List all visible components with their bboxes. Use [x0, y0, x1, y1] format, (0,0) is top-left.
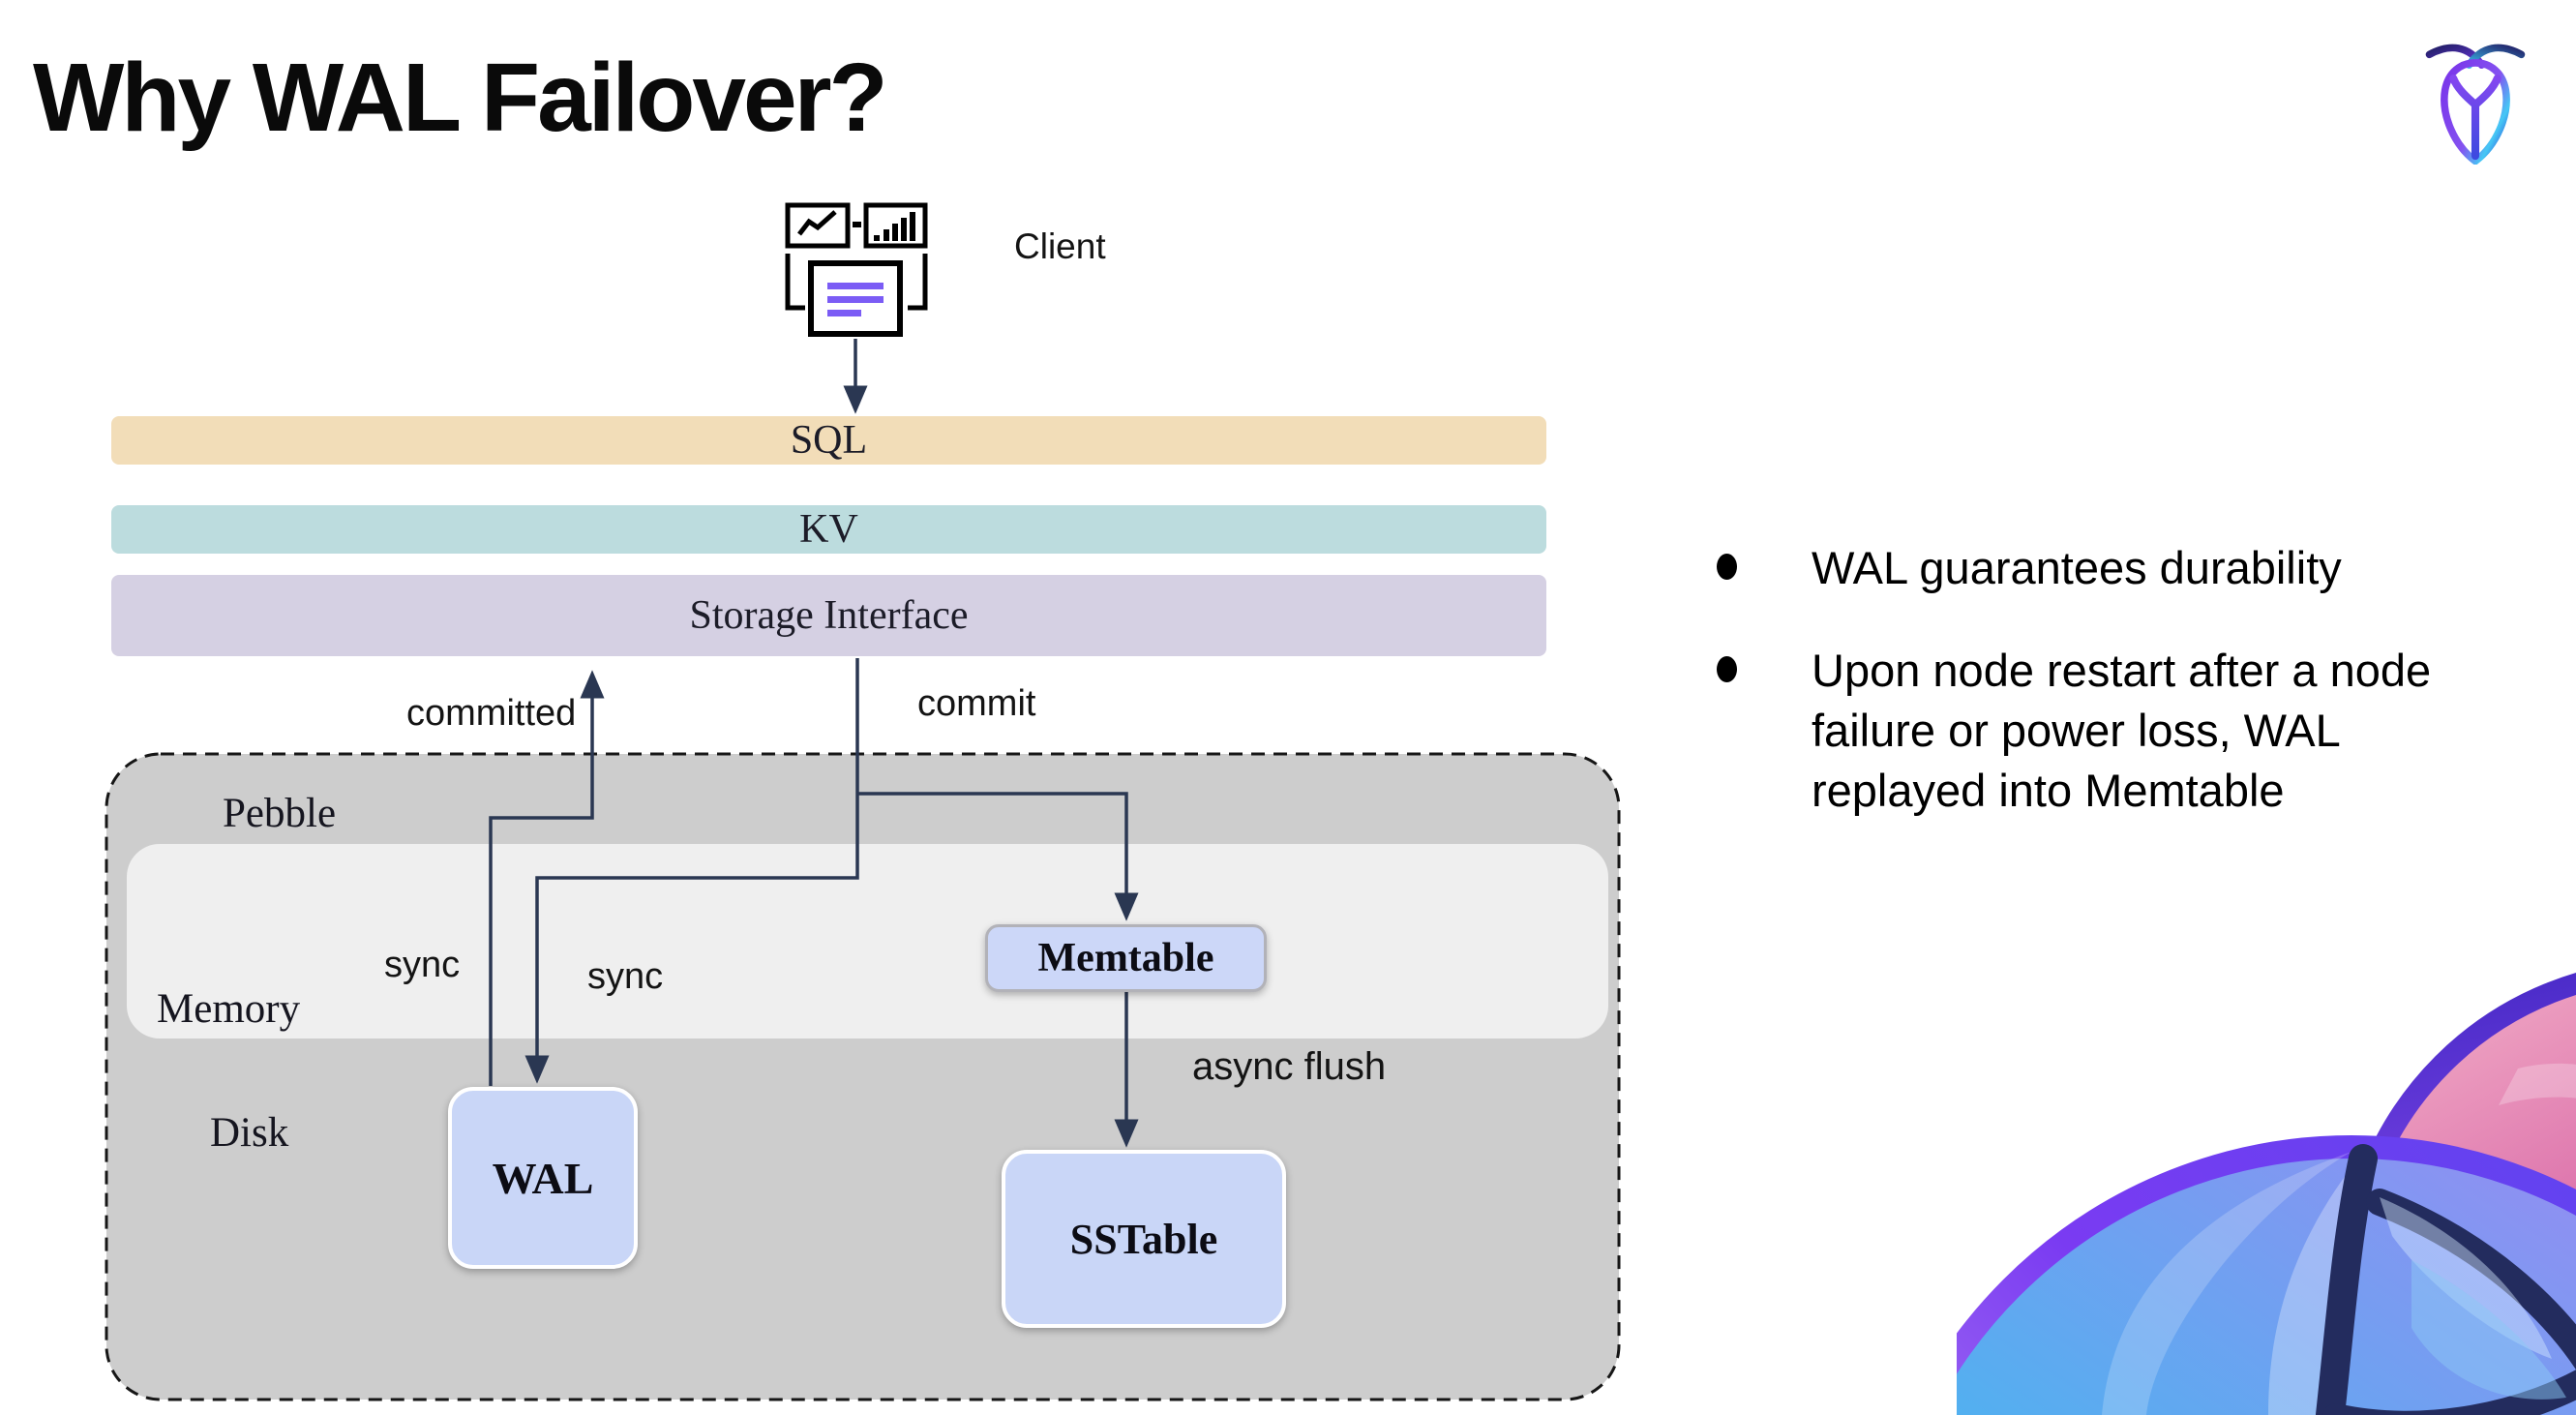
chart-bars-icon: [863, 202, 928, 249]
dash-connector: [853, 222, 861, 227]
cockroachdb-brand-art: [1957, 973, 2576, 1415]
disk-region-label: Disk: [210, 1110, 289, 1156]
committed-label: committed: [406, 693, 577, 734]
layer-kv-label: KV: [799, 507, 858, 552]
bullet-item: WAL guarantees durability: [1713, 538, 2516, 598]
layer-sql-label: SQL: [790, 418, 868, 463]
node-memtable: Memtable: [985, 924, 1267, 992]
layer-storage-interface: Storage Interface: [111, 575, 1546, 656]
page-title: Why WAL Failover?: [33, 44, 888, 152]
layer-storage-interface-label: Storage Interface: [689, 593, 969, 638]
client-label: Client: [1014, 226, 1106, 266]
node-wal: WAL: [448, 1087, 638, 1269]
pebble-label: Pebble: [223, 791, 337, 836]
chart-line-icon: [785, 202, 851, 249]
node-wal-label: WAL: [492, 1153, 594, 1203]
node-sstable-label: SSTable: [1069, 1215, 1218, 1263]
bracket-icons: [785, 254, 928, 311]
arrow-commit-sync-to-wal: [524, 658, 859, 1084]
layer-kv: KV: [111, 505, 1546, 554]
arrow-commit-to-memtable: [857, 792, 1139, 921]
layer-sql: SQL: [111, 416, 1546, 465]
memory-region-label: Memory: [157, 986, 301, 1032]
cockroachdb-logo-icon: [2425, 44, 2526, 165]
document-icon: [808, 260, 903, 337]
pebble-box: [105, 752, 1621, 1401]
commit-label: commit: [917, 683, 1036, 724]
memory-band: [127, 844, 1608, 1039]
node-memtable-label: Memtable: [1037, 936, 1214, 980]
client-icon: [785, 202, 928, 337]
node-sstable: SSTable: [1002, 1150, 1286, 1328]
sync-in-label: sync: [587, 956, 664, 997]
arrow-committed: [489, 670, 605, 1086]
bullet-list: WAL guarantees durability Upon node rest…: [1713, 538, 2516, 863]
sync-out-label: sync: [384, 945, 461, 985]
bullet-text: WAL guarantees durability: [1812, 542, 2342, 593]
bullet-text: Upon node restart after a node failure o…: [1812, 645, 2432, 816]
bullet-item: Upon node restart after a node failure o…: [1713, 641, 2516, 821]
async-flush-label: async flush: [1192, 1045, 1387, 1088]
